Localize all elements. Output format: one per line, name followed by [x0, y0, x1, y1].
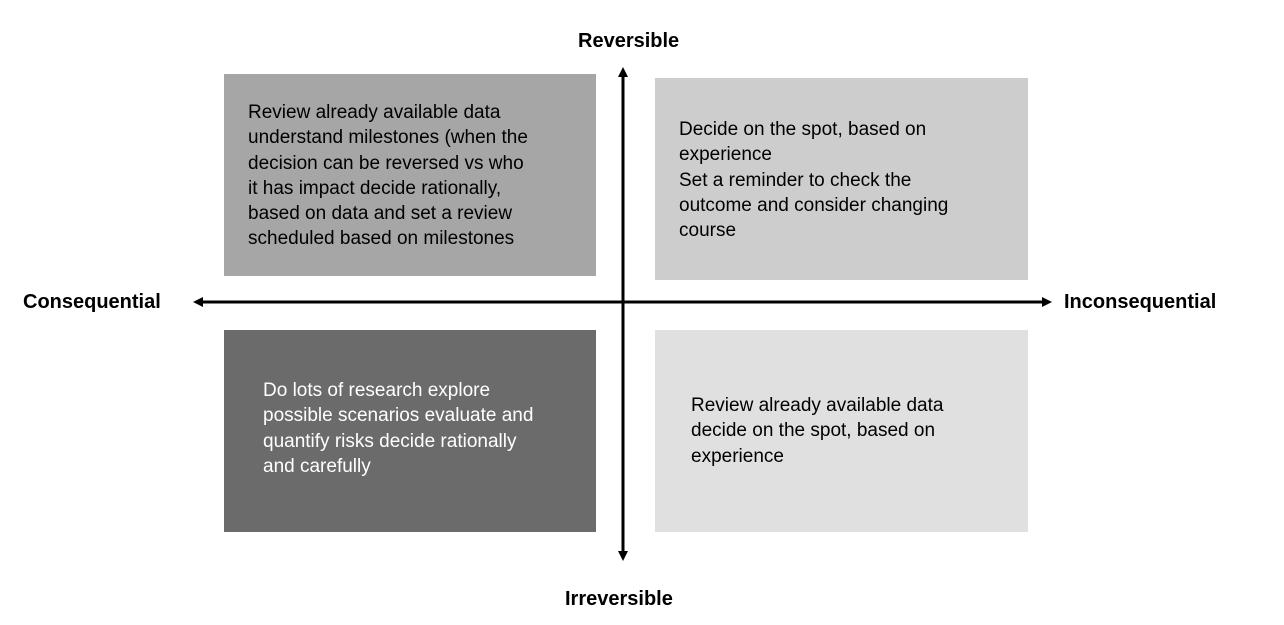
quadrant-bottom-left: Do lots of research explore possible sce… — [224, 330, 596, 532]
quadrant-line: decision can be reversed vs who — [248, 152, 524, 174]
axis-label-irreversible: Irreversible — [565, 588, 673, 610]
quadrant-text: Review already available data understand… — [248, 100, 588, 252]
quadrant-line: Decide on the spot, based on — [679, 119, 927, 140]
quadrant-text: Review already available data decide on … — [691, 393, 1011, 469]
axis-label-reversible: Reversible — [578, 30, 680, 52]
quadrant-line: outcome and consider changing — [679, 194, 949, 216]
axis-label-consequential: Consequential — [23, 291, 161, 313]
quadrant-text: Do lots of research explore possible sce… — [263, 378, 583, 479]
quadrant-line: course — [679, 220, 737, 242]
quadrant-top-right: Decide on the spot, based on experience … — [655, 78, 1028, 280]
quadrant-line: Review already available data — [691, 395, 944, 416]
quadrant-text: Decide on the spot, based on experience … — [679, 117, 1019, 243]
quadrant-line: and carefully — [263, 455, 371, 477]
quadrant-line: experience — [691, 445, 784, 467]
axis-label-inconsequential: Inconsequential — [1064, 291, 1217, 313]
quadrant-line: Do lots of research explore — [263, 380, 491, 401]
quadrant-line: decide on the spot, based on — [691, 420, 936, 442]
quadrant-line: Set a reminder to check the — [679, 169, 912, 191]
quadrant-top-left: Review already available data understand… — [224, 74, 596, 276]
quadrant-line: quantify risks decide rationally — [263, 430, 517, 452]
quadrant-line: scheduled based on milestones — [248, 228, 515, 250]
quadrant-line: possible scenarios evaluate and — [263, 405, 534, 427]
quadrant-line: Review already available data — [248, 102, 501, 123]
quadrant-line: based on data and set a review — [248, 203, 513, 225]
quadrant-line: it has impact decide rationally, — [248, 177, 502, 199]
quadrant-line: experience — [679, 144, 772, 166]
quadrant-line: understand milestones (when the — [248, 127, 528, 149]
quadrant-bottom-right: Review already available data decide on … — [655, 330, 1028, 532]
